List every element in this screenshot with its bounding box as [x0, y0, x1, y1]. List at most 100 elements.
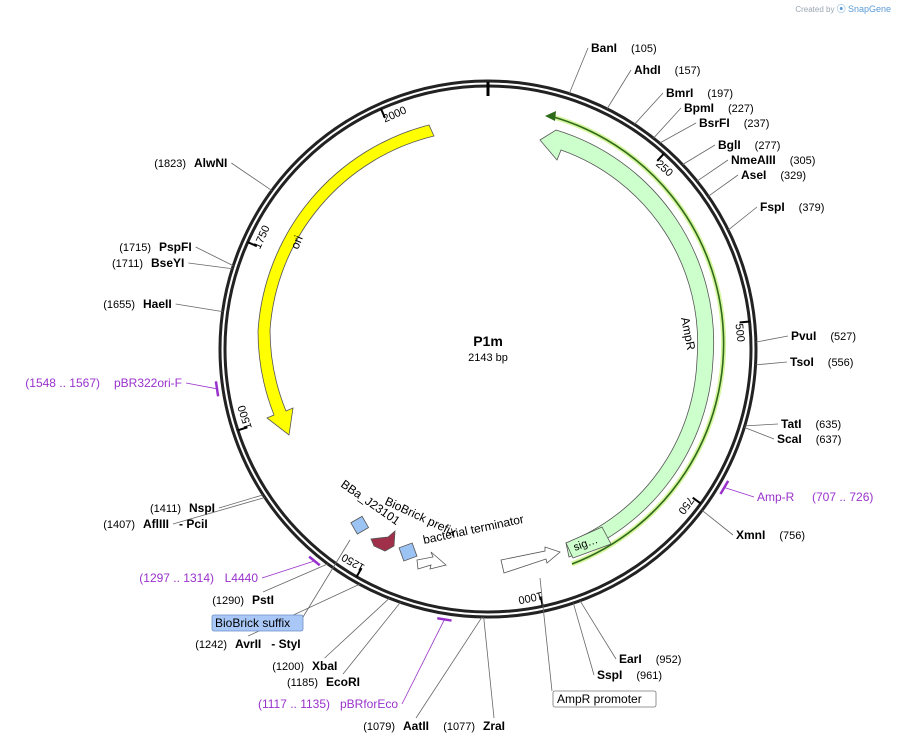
biobrick-prefix-arrow[interactable]: [416, 551, 447, 570]
site-name-ahdi[interactable]: AhdI: [634, 63, 661, 77]
site-position: (1711): [112, 258, 143, 270]
tick-mark: [237, 426, 248, 432]
site-name-bpmi[interactable]: BpmI: [684, 101, 714, 115]
suffix-leader: [302, 539, 351, 618]
site-position: (756): [779, 530, 805, 542]
site-leader-line: [483, 616, 495, 719]
ampr-feature-arrow[interactable]: [539, 129, 715, 558]
primer-range: (1117 .. 1135): [258, 697, 330, 711]
primer-leader: [261, 560, 315, 579]
site-leader-line: [653, 107, 682, 139]
site-leader-line: [342, 602, 401, 675]
site-leader-line: [568, 47, 589, 94]
site-position: (197): [707, 88, 733, 100]
site-leader-line: [262, 563, 328, 593]
primer-marker[interactable]: [437, 617, 452, 622]
site-name-pspfi[interactable]: PspFI: [159, 240, 192, 254]
site-name-scai[interactable]: ScaI: [777, 432, 802, 446]
primer-range: (1297 .. 1314): [139, 571, 214, 585]
site-name-nmeaiii[interactable]: NmeAIII: [731, 153, 776, 167]
tick-mark: [355, 567, 363, 578]
site-leader-line: [744, 427, 775, 440]
site-position: (637): [816, 434, 842, 446]
site-position: (635): [815, 419, 841, 431]
site-name-nspi[interactable]: NspI: [189, 501, 215, 515]
site-position: (1411): [150, 503, 181, 515]
site-position: (952): [656, 654, 682, 666]
ampr-strand-arrowhead: [545, 111, 556, 121]
site-leader-line: [727, 206, 758, 231]
bacterial-terminator-arrow[interactable]: [500, 546, 561, 574]
site-name-asei[interactable]: AseI: [741, 168, 766, 182]
biobrick-suffix-label-box[interactable]: [211, 614, 304, 632]
site-name-eari[interactable]: EarI: [619, 652, 642, 666]
created-by-text: Created by: [795, 5, 835, 14]
ori-label: ori: [288, 234, 306, 252]
primer-name[interactable]: L4440: [225, 571, 259, 585]
primer-name[interactable]: pBRforEco: [340, 697, 398, 711]
sig-peptide-feature[interactable]: [565, 526, 612, 559]
primer-name[interactable]: Amp-R: [757, 490, 795, 504]
site-leader-line: [659, 122, 697, 144]
primer-marker[interactable]: [308, 555, 321, 567]
site-name-bmri[interactable]: BmrI: [666, 86, 693, 100]
site-position: (1290): [212, 595, 244, 607]
primer-marker[interactable]: [214, 381, 220, 397]
bba-j23101-arrow[interactable]: [370, 530, 396, 552]
site-leader-line: [415, 616, 483, 719]
site-name-tati[interactable]: TatI: [781, 417, 801, 431]
ampr-outer-strand-line: [549, 115, 725, 565]
primer-markers: Amp-R(707 .. 726)pBR322ori-F(1548 .. 156…: [25, 376, 873, 711]
plasmid-name: P1m: [473, 333, 503, 349]
site-name-sspi[interactable]: SspI: [597, 668, 622, 682]
site-name-haeii[interactable]: HaeII: [143, 297, 172, 311]
site-position: (227): [728, 103, 754, 115]
site-name-alwni[interactable]: AlwNI: [194, 156, 227, 170]
ampr-promoter-label-box[interactable]: [552, 690, 657, 708]
site-name-ecori[interactable]: EcoRI: [326, 675, 360, 689]
site-position: (1077): [443, 721, 475, 733]
ori-feature-arrow[interactable]: [257, 124, 435, 436]
snapgene-branding: Created by ⦿ SnapGene: [795, 2, 891, 15]
tick-mark: [380, 108, 386, 119]
site-name-bsrfi[interactable]: BsrFI: [699, 116, 730, 130]
ampr-promoter-label: AmpR promoter: [557, 692, 642, 706]
site-name-psti[interactable]: PstI: [252, 593, 274, 607]
site-name-bseyi[interactable]: BseYI: [151, 256, 184, 270]
site-name-aatii[interactable]: AatII: [403, 719, 429, 733]
site-name-bani[interactable]: BanI: [591, 41, 617, 55]
site-name-fspi[interactable]: FspI: [760, 200, 785, 214]
primer-name[interactable]: pBR322ori-F: [114, 376, 182, 390]
biobrick-suffix-marker[interactable]: [350, 515, 370, 535]
primer-marker[interactable]: [719, 480, 730, 495]
site-position: (961): [636, 670, 662, 682]
site-name-xmni[interactable]: XmnI: [736, 528, 765, 542]
site-position: (1715): [119, 242, 151, 254]
primer-range: (1548 .. 1567): [25, 376, 100, 390]
tick-label: 1500: [236, 404, 255, 431]
site-name-bgli[interactable]: BglI: [718, 138, 741, 152]
site-position: (1823): [154, 158, 186, 170]
site-extra-name[interactable]: - PciI: [179, 517, 208, 531]
plasmid-length: 2143 bp: [468, 352, 508, 364]
site-position: (329): [780, 170, 806, 182]
site-name-pvui[interactable]: PvuI: [791, 329, 816, 343]
site-leader-line: [572, 602, 595, 676]
site-extra-name[interactable]: - StyI: [271, 637, 300, 651]
biobrick-prefix-box[interactable]: [398, 542, 418, 562]
site-name-afliii[interactable]: AflIII: [143, 517, 169, 531]
biobrick-suffix-label: BioBrick suffix: [215, 616, 290, 630]
site-position: (1655): [103, 299, 135, 311]
site-leader-line: [172, 497, 265, 525]
site-name-xbai[interactable]: XbaI: [312, 659, 337, 673]
site-position: (556): [828, 357, 854, 369]
site-leader-line: [324, 597, 390, 659]
primer-leader: [401, 619, 445, 705]
site-name-tsoi[interactable]: TsoI: [790, 355, 814, 369]
site-name-zrai[interactable]: ZraI: [483, 719, 505, 733]
primer-leader: [185, 382, 217, 390]
site-name-avrii[interactable]: AvrII: [235, 637, 261, 651]
snapgene-name: SnapGene: [847, 4, 891, 14]
site-leader-line: [195, 246, 234, 267]
